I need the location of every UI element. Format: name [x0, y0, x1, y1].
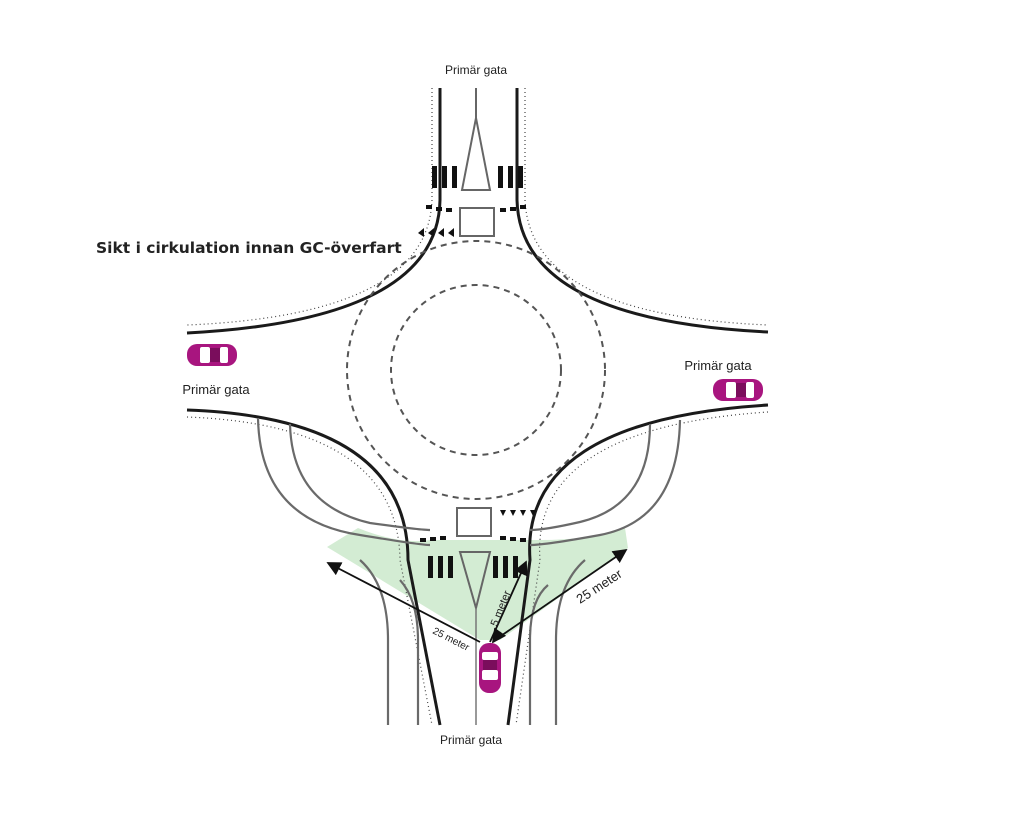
sight-zone — [327, 528, 628, 640]
road-edges — [186, 88, 769, 726]
inner-circle — [390, 284, 562, 456]
south-refuge — [456, 507, 492, 537]
car-south — [479, 643, 501, 693]
page-title: Sikt i cirkulation innan GC-överfart — [96, 239, 402, 257]
north-refuge — [459, 207, 495, 237]
curb-lines — [186, 88, 769, 726]
car-west — [187, 344, 237, 366]
label-north: Primär gata — [445, 63, 507, 77]
measure-lines — [326, 548, 628, 644]
south-splitter — [458, 551, 492, 612]
north-splitter — [460, 88, 492, 191]
zebra-crossings — [428, 166, 523, 578]
label-west: Primär gata — [182, 382, 250, 397]
car-east — [713, 379, 763, 401]
give-way-lines — [420, 205, 526, 542]
outer-circle — [346, 240, 606, 500]
label-south: Primär gata — [440, 733, 502, 747]
label-east: Primär gata — [684, 358, 752, 373]
yield-triangles — [418, 228, 536, 516]
